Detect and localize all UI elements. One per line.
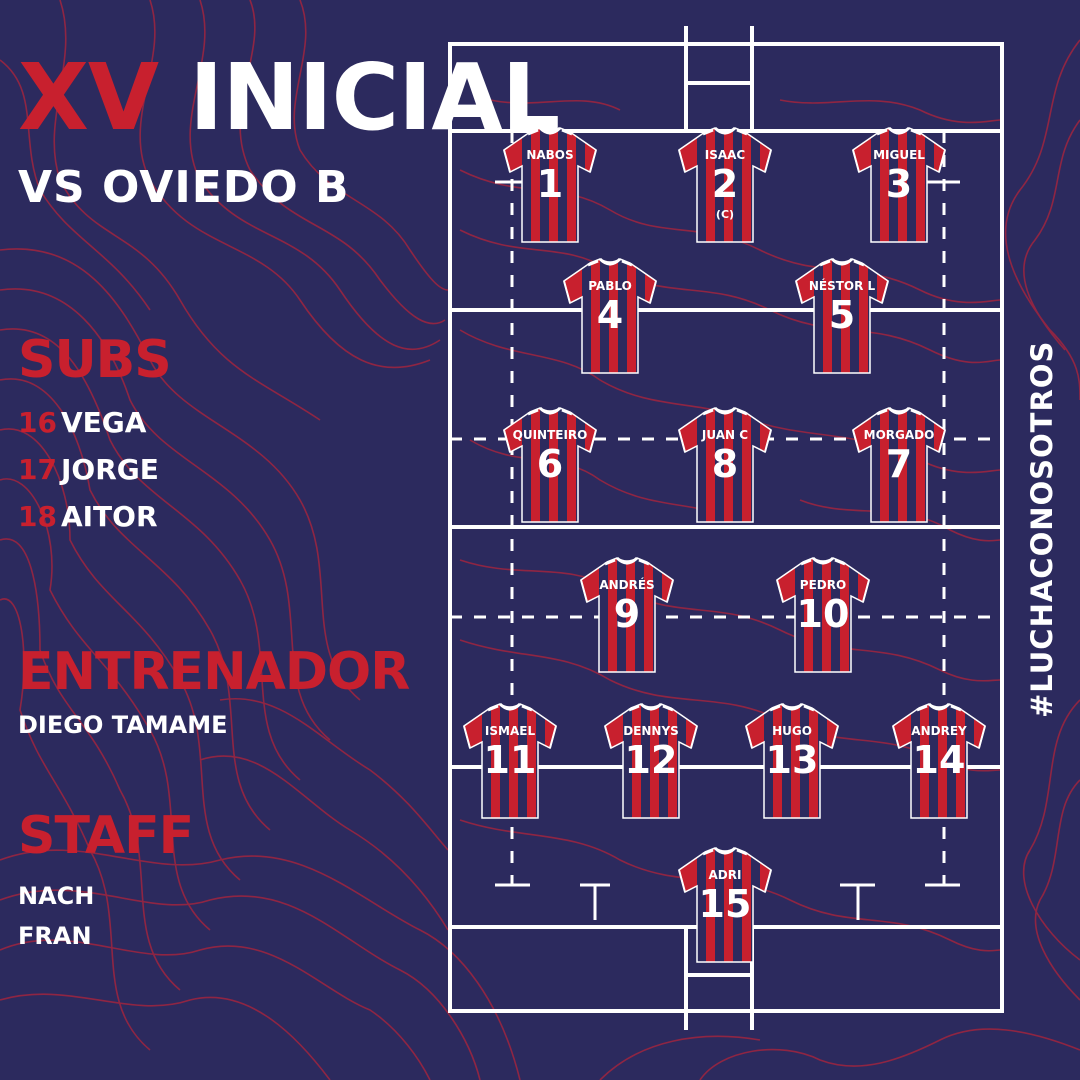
player-number: 13 xyxy=(765,738,819,782)
sub-number: 18 xyxy=(18,500,57,533)
player-number: 3 xyxy=(885,162,913,206)
subs-heading: SUBS xyxy=(18,330,172,390)
player-name: HUGO xyxy=(772,724,812,738)
player-name: NABOS xyxy=(526,148,574,162)
player-jersey: JUAN C 8 xyxy=(675,406,775,526)
player-number: 4 xyxy=(596,293,624,337)
sub-number: 17 xyxy=(18,453,57,486)
match-subtitle: VS OVIEDO B xyxy=(18,162,350,213)
player-number: 7 xyxy=(885,442,913,486)
player-jersey: MORGADO 7 xyxy=(849,406,949,526)
player-name: ANDRÉS xyxy=(599,578,655,592)
player-jersey: ISAAC 2 (C) xyxy=(675,126,775,246)
sub-number: 16 xyxy=(18,406,57,439)
player-number: 9 xyxy=(613,592,641,636)
player-number: 11 xyxy=(483,738,537,782)
captain-mark: (C) xyxy=(715,208,735,221)
player-number: 10 xyxy=(796,592,850,636)
player-jersey: NÉSTOR L 5 xyxy=(792,257,892,377)
player-jersey: NABOS 1 xyxy=(500,126,600,246)
title-xv: XV xyxy=(18,44,159,151)
player-number: 15 xyxy=(698,882,752,926)
coach-name: DIEGO TAMAME xyxy=(18,711,228,739)
player-number: 5 xyxy=(828,293,856,337)
coach-heading: ENTRENADOR xyxy=(18,642,410,702)
player-jersey: PABLO 4 xyxy=(560,257,660,377)
player-jersey: HUGO 13 xyxy=(742,702,842,822)
player-jersey: ANDREY 14 xyxy=(889,702,989,822)
player-number: 6 xyxy=(536,442,564,486)
player-jersey: DENNYS 12 xyxy=(601,702,701,822)
player-jersey: MIGUEL 3 xyxy=(849,126,949,246)
staff-member: FRAN xyxy=(18,922,92,950)
player-number: 2 xyxy=(711,162,739,206)
player-name: JUAN C xyxy=(701,428,749,442)
sub-name: AITOR xyxy=(60,500,158,533)
staff-heading: STAFF xyxy=(18,806,194,866)
page-title: XV INICIAL xyxy=(18,52,560,144)
player-name: PEDRO xyxy=(799,578,847,592)
player-jersey: QUINTEIRO 6 xyxy=(500,406,600,526)
player-number: 8 xyxy=(711,442,739,486)
player-jersey: ISMAEL 11 xyxy=(460,702,560,822)
player-name: ADRI xyxy=(708,868,742,882)
player-name: DENNYS xyxy=(623,724,679,738)
staff-member: NACH xyxy=(18,882,95,910)
player-number: 12 xyxy=(624,738,678,782)
sub-name: JORGE xyxy=(60,453,159,486)
player-name: ANDREY xyxy=(911,724,967,738)
hashtag-text: #LUCHACONOSOTROS xyxy=(1025,340,1059,718)
player-name: PABLO xyxy=(588,279,632,293)
player-jersey: PEDRO 10 xyxy=(773,556,873,676)
player-name: MORGADO xyxy=(863,428,935,442)
player-number: 14 xyxy=(912,738,966,782)
sub-name: VEGA xyxy=(60,406,147,439)
player-jersey: ADRI 15 xyxy=(675,846,775,966)
hashtag: #LUCHACONOSOTROS xyxy=(1025,341,1059,718)
player-jersey: ANDRÉS 9 xyxy=(577,556,677,676)
player-name: MIGUEL xyxy=(873,148,925,162)
player-name: NÉSTOR L xyxy=(808,279,876,293)
title-inicial: INICIAL xyxy=(189,44,560,151)
player-name: ISMAEL xyxy=(484,724,536,738)
player-number: 1 xyxy=(536,162,564,206)
player-name: QUINTEIRO xyxy=(512,428,588,442)
player-name: ISAAC xyxy=(704,148,746,162)
